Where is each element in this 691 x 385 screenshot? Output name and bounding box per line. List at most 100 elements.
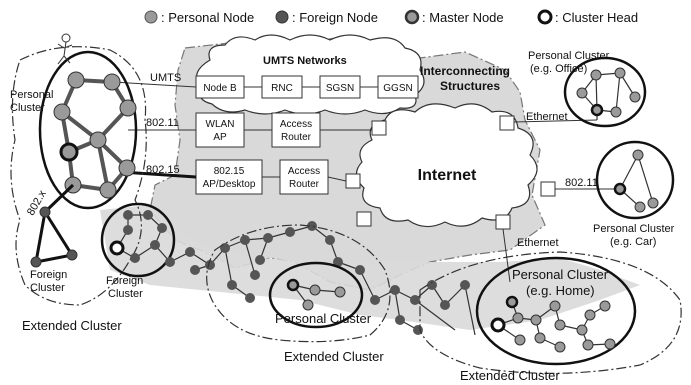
node bbox=[333, 257, 343, 267]
node bbox=[334, 286, 346, 298]
node bbox=[30, 256, 42, 268]
node bbox=[165, 257, 175, 267]
car-cluster-graph bbox=[613, 149, 659, 213]
wifi-car-label: 802.11 bbox=[565, 177, 598, 189]
ap-desktop-line1: 802.15 bbox=[214, 166, 245, 177]
node bbox=[632, 149, 644, 161]
node bbox=[99, 181, 117, 199]
wlan-ap-line2: AP bbox=[213, 132, 227, 143]
gateway-box-5 bbox=[356, 211, 372, 227]
node bbox=[576, 324, 588, 336]
umts-link-label: UMTS bbox=[150, 72, 181, 84]
node bbox=[118, 159, 136, 177]
node bbox=[53, 103, 71, 121]
node bbox=[285, 227, 295, 237]
middle-personal-cluster-graph bbox=[286, 278, 346, 311]
node bbox=[227, 280, 237, 290]
umts-networks-cloud: UMTS Networks Node B RNC SGSN GGSN bbox=[195, 34, 425, 115]
legend-cluster-head-icon bbox=[537, 9, 553, 25]
master-node bbox=[590, 103, 604, 117]
node bbox=[584, 309, 596, 321]
access-boxes: WLAN AP Access Router 802.15 AP/Desktop … bbox=[195, 112, 372, 195]
legend-foreign-node-icon bbox=[275, 10, 289, 24]
cluster-head bbox=[109, 240, 125, 256]
node bbox=[325, 235, 335, 245]
ap-desktop-box bbox=[195, 159, 263, 195]
legend-personal-node-icon bbox=[144, 10, 158, 24]
middle-personal-cluster-label: Personal Cluster bbox=[275, 311, 372, 326]
node bbox=[245, 293, 255, 303]
middle-foreign-label-line2: Cluster bbox=[108, 288, 143, 300]
interconnecting-label-line1: Interconnecting bbox=[420, 64, 510, 78]
extended-cluster-right-label: Extended Cluster bbox=[460, 368, 560, 383]
middle-foreign-label-line1: Foreign bbox=[106, 275, 143, 287]
gateway-box-3 bbox=[345, 173, 361, 189]
wlan-ap-line1: WLAN bbox=[206, 119, 235, 130]
node bbox=[250, 270, 260, 280]
internet-cloud: Internet bbox=[355, 103, 538, 228]
node bbox=[263, 233, 273, 243]
car-cluster-label-line1: Personal Cluster bbox=[593, 223, 675, 235]
middle-foreign-cluster-ellipse bbox=[100, 202, 176, 278]
legend-personal-node-label: : Personal Node bbox=[161, 10, 254, 25]
office-cluster-label-line1: Personal Cluster bbox=[528, 50, 610, 62]
gateway-box-6 bbox=[495, 214, 511, 230]
node bbox=[307, 221, 317, 231]
node bbox=[554, 341, 566, 353]
node bbox=[390, 285, 400, 295]
node bbox=[67, 71, 85, 89]
node bbox=[554, 319, 566, 331]
node-b-label: Node B bbox=[203, 83, 237, 94]
internet-label: Internet bbox=[418, 167, 477, 184]
node bbox=[39, 206, 51, 218]
node bbox=[119, 99, 137, 117]
node bbox=[240, 235, 250, 245]
gateway-boxes bbox=[345, 115, 556, 230]
node bbox=[440, 300, 450, 310]
node bbox=[150, 240, 160, 250]
ethernet-home-link bbox=[502, 228, 511, 283]
node bbox=[395, 315, 405, 325]
car-cluster-ellipse bbox=[595, 140, 675, 220]
office-cluster-graph bbox=[576, 67, 641, 120]
left-personal-cluster-graph bbox=[53, 71, 137, 199]
node bbox=[604, 338, 616, 350]
node bbox=[634, 201, 646, 213]
cluster-head bbox=[490, 317, 506, 333]
car-cluster-label-line2: (e.g. Car) bbox=[610, 236, 656, 248]
node bbox=[370, 295, 380, 305]
node bbox=[614, 67, 626, 79]
node bbox=[143, 210, 153, 220]
middle-personal-cluster-ellipse bbox=[268, 261, 364, 329]
master-node bbox=[613, 182, 627, 196]
node bbox=[89, 131, 107, 149]
node bbox=[220, 243, 230, 253]
node bbox=[610, 106, 622, 118]
node bbox=[530, 314, 542, 326]
node bbox=[410, 295, 420, 305]
legend: : Personal Node : Foreign Node : Master … bbox=[144, 9, 638, 25]
link-80215-label: 802.15 bbox=[146, 164, 180, 176]
access-router-2-line2: Router bbox=[289, 179, 320, 190]
gateway-box-1 bbox=[371, 120, 387, 136]
ethernet-top-label: Ethernet bbox=[526, 111, 568, 123]
right-extended-cluster-outline bbox=[419, 251, 682, 374]
node bbox=[103, 73, 121, 91]
node bbox=[534, 332, 546, 344]
access-router-1-box bbox=[271, 112, 321, 148]
node bbox=[514, 334, 526, 346]
access-router-1-line2: Router bbox=[281, 132, 312, 143]
node bbox=[302, 299, 314, 311]
office-cluster-label-line2: (e.g. Office) bbox=[530, 63, 587, 75]
node bbox=[157, 223, 167, 233]
middle-extended-cluster-outline bbox=[206, 224, 391, 343]
node bbox=[123, 210, 133, 220]
node bbox=[355, 265, 365, 275]
sgsn-label: SGSN bbox=[326, 83, 354, 94]
master-node bbox=[286, 278, 300, 292]
left-foreign-label-line2: Cluster bbox=[30, 282, 65, 294]
node bbox=[309, 284, 321, 296]
node bbox=[582, 339, 594, 351]
